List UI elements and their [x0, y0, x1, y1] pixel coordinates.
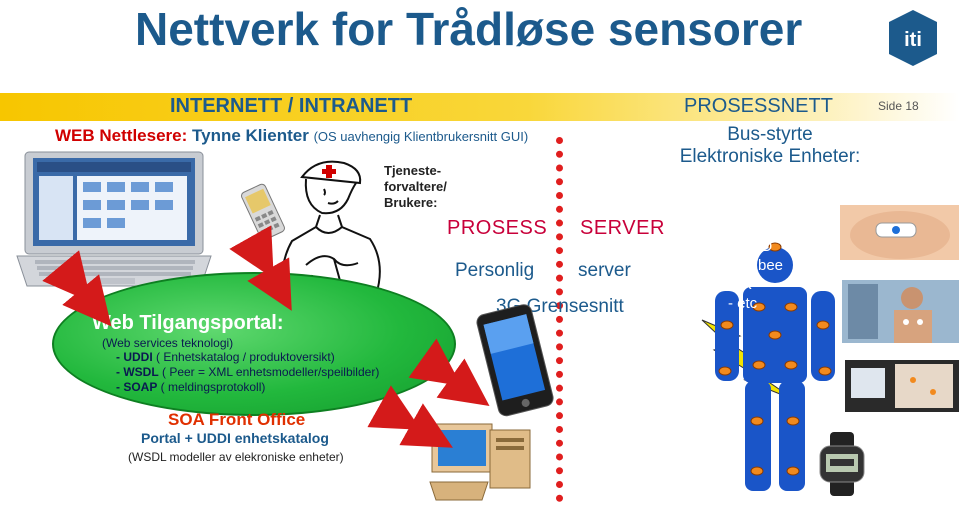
gui-note: (OS uavhengig Klientbrukersnitt GUI)	[313, 129, 529, 144]
protocol-key: - SOAP	[116, 380, 158, 394]
web-browsers-label: WEB Nettlesere:	[55, 126, 188, 145]
smartphone-image	[473, 300, 559, 420]
soa-portal-catalog: Portal + UDDI enhetskatalog	[141, 430, 329, 446]
internet-heading: INTERNETT / INTRANETT	[170, 95, 413, 117]
device-item: - RFID	[728, 238, 773, 255]
tjeneste-line-1: Tjeneste-	[384, 163, 442, 178]
protocol-text: ( meldingsprotokoll)	[157, 380, 266, 394]
tjeneste-line-3: Brukere:	[384, 195, 438, 210]
tjeneste-line-2: forvaltere/	[384, 179, 447, 194]
bus-line-2: Elektroniske Enheter:	[679, 146, 861, 167]
portal-title: Web Tilgangsportal:	[92, 312, 284, 334]
protocol-item-uddi: - UDDI ( Enhetskatalog / produktoversikt…	[116, 350, 379, 365]
network-divider	[556, 137, 563, 502]
section-band	[0, 93, 959, 121]
portal-pc-arrow	[367, 385, 453, 448]
device-item: - Zigbee	[728, 257, 784, 274]
thin-clients-label: Tynne Klienter	[192, 126, 309, 145]
protocol-text: ( Peer = XML enhetsmodeller/speilbilder)	[158, 365, 380, 379]
server-label: SERVER	[580, 217, 665, 239]
wristwatch-image	[816, 432, 868, 496]
chest-sensor-photo	[840, 205, 959, 260]
server-sub-label: server	[578, 260, 631, 281]
patient-sensor-photo	[842, 280, 959, 343]
iti-logo: iti	[885, 8, 941, 68]
personal-label: Personlig	[455, 260, 535, 281]
page-title: Nettverk for Trådløse sensorer	[135, 3, 803, 55]
portal-smartphone-arrow	[408, 338, 490, 406]
logo-text: iti	[904, 29, 922, 51]
device-sensor-photo	[845, 360, 959, 412]
soa-wsdl-note: (WSDL modeller av elekroniske enheter)	[128, 450, 344, 464]
body-sensor-figure	[695, 195, 855, 500]
service-managers-label: Tjeneste- forvaltere/ Brukere:	[384, 163, 447, 211]
protocol-text: ( Enhetskatalog / produktoversikt)	[152, 350, 335, 364]
protocol-key: - WSDL	[116, 365, 159, 379]
portal-protocol-list: - UDDI ( Enhetskatalog / produktoversikt…	[116, 350, 379, 395]
phone-portal-arrow	[229, 225, 292, 311]
process-label: PROSESS	[447, 217, 548, 239]
portal-subtitle: (Web services teknologi)	[102, 336, 234, 350]
device-item: - etc	[728, 295, 758, 312]
slide-number: Side 18	[878, 99, 919, 113]
head-shape	[757, 247, 793, 283]
process-network-heading: PROSESSNETT	[684, 95, 833, 117]
protocol-item-wsdl: - WSDL ( Peer = XML enhetsmodeller/speil…	[116, 365, 379, 380]
web-browsers-line: WEB Nettlesere: Tynne Klienter (OS uavhe…	[55, 126, 528, 146]
protocol-item-soap: - SOAP ( meldingsprotokoll)	[116, 380, 379, 395]
soa-front-office: SOA Front Office	[168, 410, 306, 429]
bus-line-1: Bus-styrte	[727, 124, 813, 145]
bus-controlled-heading: Bus-styrte Elektroniske Enheter:	[650, 124, 890, 168]
protocol-key: - UDDI	[116, 350, 153, 364]
device-item: - IR	[728, 276, 753, 293]
device-list: - Bluetooth - RFID - Zigbee - IR - etc	[728, 218, 801, 313]
device-item: - Bluetooth	[728, 219, 801, 236]
laptop-portal-arrow	[42, 250, 112, 327]
